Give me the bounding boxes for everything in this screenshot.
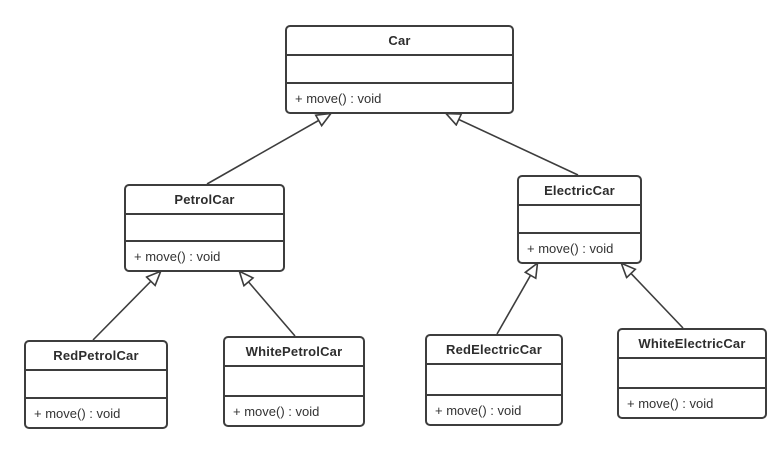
class-name: RedElectricCar bbox=[427, 336, 561, 365]
class-attributes bbox=[225, 367, 363, 397]
class-name: RedPetrolCar bbox=[26, 342, 166, 371]
class-box-redpetrolcar: RedPetrolCar + move() : void bbox=[24, 340, 168, 429]
class-box-whitepetrolcar: WhitePetrolCar + move() : void bbox=[223, 336, 365, 427]
class-method: + move() : void bbox=[527, 240, 614, 256]
arrow-whitepetrolcar-to-petrolcar bbox=[240, 272, 296, 337]
class-name: PetrolCar bbox=[126, 186, 283, 215]
class-box-whiteelectriccar: WhiteElectricCar + move() : void bbox=[617, 328, 767, 419]
class-box-petrolcar: PetrolCar + move() : void bbox=[124, 184, 285, 272]
class-attributes bbox=[26, 371, 166, 399]
class-box-electriccar: ElectricCar + move() : void bbox=[517, 175, 642, 264]
class-name: WhiteElectricCar bbox=[619, 330, 765, 359]
arrow-petrolcar-to-car bbox=[206, 114, 330, 185]
class-method: + move() : void bbox=[233, 403, 320, 419]
class-method: + move() : void bbox=[34, 405, 121, 421]
arrow-whiteelectriccar-to-electriccar bbox=[622, 264, 684, 329]
arrow-redelectriccar-to-electriccar bbox=[496, 264, 537, 335]
class-attributes bbox=[619, 359, 765, 389]
class-box-car: Car + move() : void bbox=[285, 25, 514, 114]
class-name: WhitePetrolCar bbox=[225, 338, 363, 367]
class-method: + move() : void bbox=[627, 395, 714, 411]
class-method: + move() : void bbox=[295, 90, 382, 106]
class-attributes bbox=[519, 206, 640, 234]
arrow-redpetrolcar-to-petrolcar bbox=[92, 272, 160, 341]
class-name: ElectricCar bbox=[519, 177, 640, 206]
class-name: Car bbox=[287, 27, 512, 56]
arrow-electriccar-to-car bbox=[447, 114, 579, 176]
class-method: + move() : void bbox=[435, 402, 522, 418]
class-method: + move() : void bbox=[134, 248, 221, 264]
class-attributes bbox=[287, 56, 512, 84]
class-box-redelectriccar: RedElectricCar + move() : void bbox=[425, 334, 563, 426]
class-attributes bbox=[427, 365, 561, 396]
class-attributes bbox=[126, 215, 283, 242]
